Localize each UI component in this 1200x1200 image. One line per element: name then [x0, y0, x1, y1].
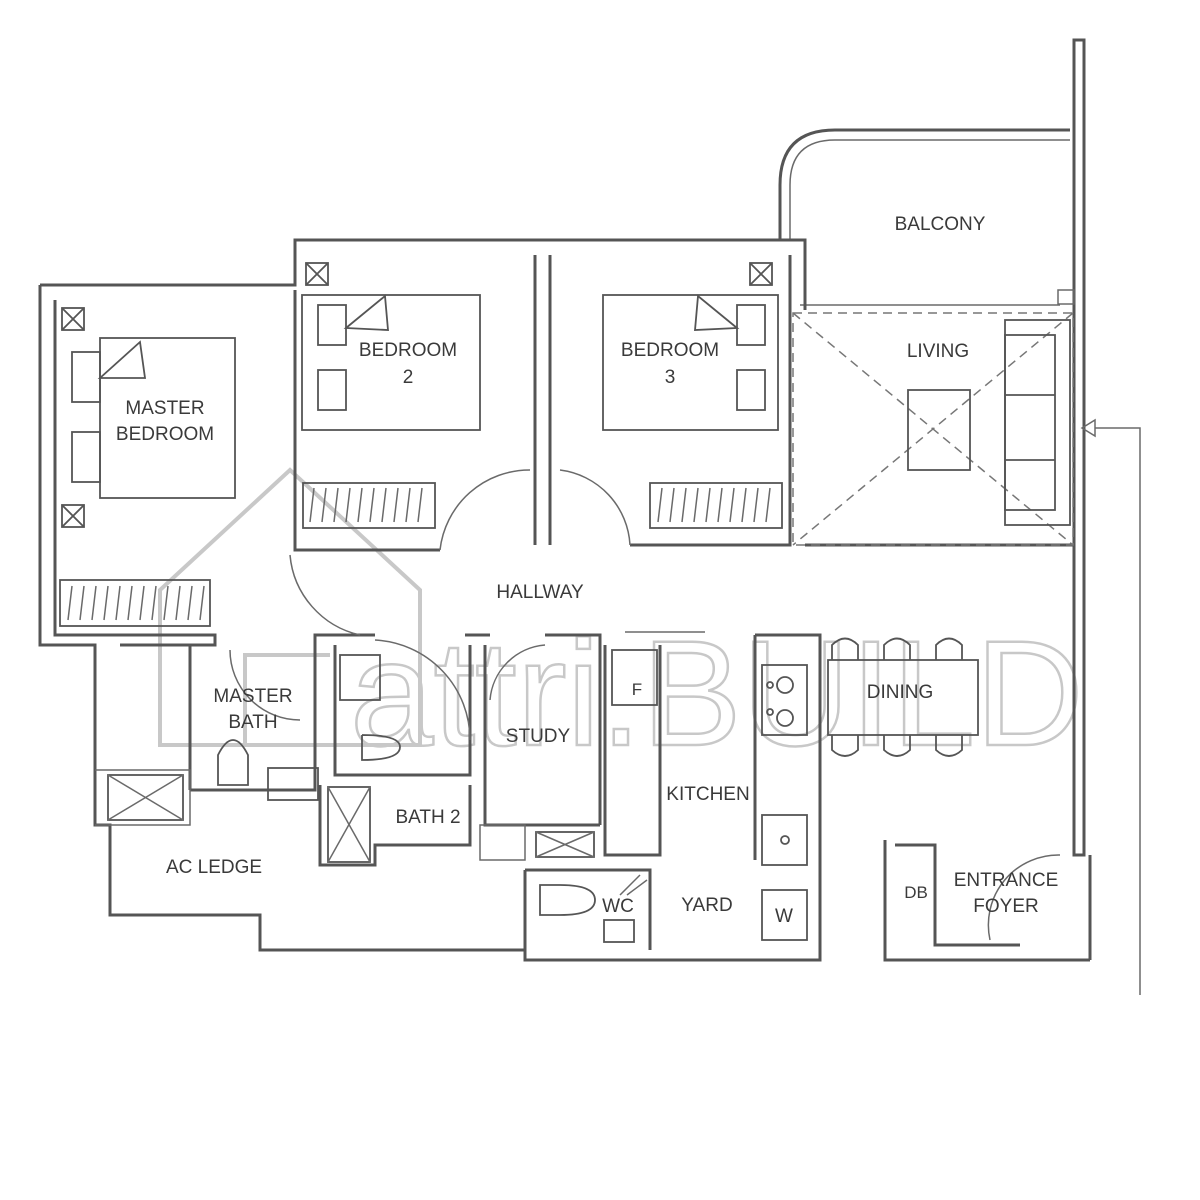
master-bedroom-label-line2: BEDROOM: [116, 424, 214, 445]
kitchen-fixtures: [611, 649, 808, 941]
master-bedroom-furniture: [59, 307, 236, 627]
dining-label: DINING: [867, 682, 934, 703]
washer-label: W: [775, 906, 793, 927]
balcony-structure: [778, 38, 1086, 857]
bedroom-2-label-line2: 2: [403, 367, 414, 388]
hallway-label: HALLWAY: [496, 582, 584, 603]
entrance-foyer-label-line1: ENTRANCE: [954, 870, 1059, 891]
yard-label: YARD: [681, 895, 732, 916]
watermark-text: attri.BUILD: [350, 609, 1084, 777]
living-furniture: [792, 312, 1141, 995]
bath-2-label: BATH 2: [395, 807, 460, 828]
bedroom-3-furniture: [602, 262, 783, 529]
master-bath-label-line1: MASTER: [213, 686, 292, 707]
fridge-label: F: [632, 680, 642, 699]
study-label: STUDY: [506, 726, 571, 747]
bedroom-2-label-line1: BEDROOM: [359, 340, 457, 361]
bedroom-2-furniture: [301, 262, 481, 529]
wc-label: WC: [602, 896, 634, 917]
bedroom-3-label-line2: 3: [665, 367, 676, 388]
master-bath-label-line2: BATH: [228, 712, 277, 733]
kitchen-label: KITCHEN: [666, 784, 749, 805]
dining-furniture: [827, 637, 979, 757]
master-bedroom-label-line1: MASTER: [125, 398, 204, 419]
ac-ledge-label: AC LEDGE: [166, 857, 262, 878]
bathroom-fixtures: [107, 654, 648, 943]
watermark: attri.BUILD: [158, 467, 1085, 778]
living-label: LIVING: [907, 341, 969, 362]
bedroom-3-label-line1: BEDROOM: [621, 340, 719, 361]
room-labels: BALCONY LIVING BEDROOM 2 BEDROOM 3 MASTE…: [116, 214, 1058, 917]
fixture-labels: F W DB: [632, 680, 928, 927]
entrance-foyer-label-line2: FOYER: [973, 896, 1038, 917]
doors: [229, 469, 1061, 941]
interior-walls: [53, 255, 1020, 950]
balcony-label: BALCONY: [895, 214, 986, 235]
distribution-board-label: DB: [904, 883, 928, 902]
